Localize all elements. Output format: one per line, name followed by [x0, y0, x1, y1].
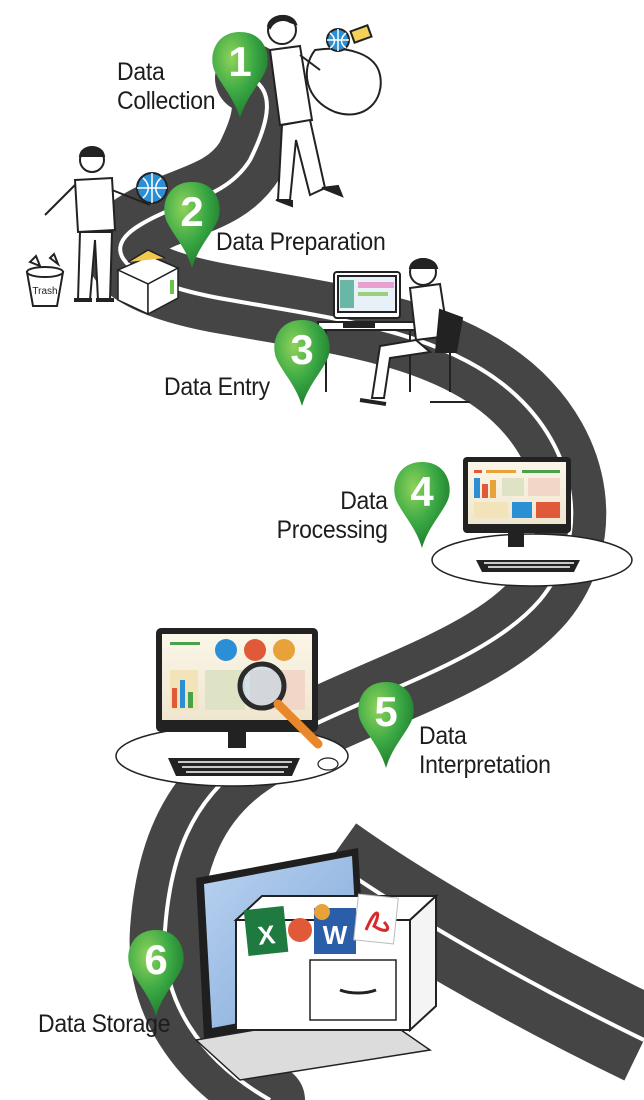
- step-pin-5: 5: [358, 682, 414, 768]
- step-5-label-line: Data: [419, 722, 467, 750]
- step-4-label-line: Processing: [276, 516, 388, 544]
- svg-text:W: W: [323, 920, 348, 950]
- step-5-label: Data Interpretation: [419, 722, 551, 780]
- step-number: 2: [180, 188, 203, 235]
- trash-bin-icon: Trash: [25, 252, 65, 307]
- step-pin-1: 1: [212, 32, 268, 118]
- step-number: 4: [410, 468, 434, 515]
- step-number: 5: [374, 688, 397, 735]
- excel-icon: X: [243, 906, 289, 956]
- step-3-label-line: Data Entry: [164, 373, 270, 401]
- magnifier-icon: [115, 628, 349, 787]
- step-1-label-line: Collection: [117, 87, 216, 115]
- monitor-dashboard-icon: [431, 457, 633, 587]
- step-3-label: Data Entry: [164, 373, 270, 402]
- step-6-label: Data Storage: [38, 1010, 170, 1039]
- step-pin-6: 6: [128, 930, 184, 1016]
- step-6-label-line: Data Storage: [38, 1010, 171, 1038]
- step-2-label-line: Data Preparation: [216, 228, 386, 256]
- step-pin-2: 2: [164, 182, 220, 268]
- step-2-label: Data Preparation: [216, 228, 386, 257]
- step-pin-3: 3: [274, 320, 330, 406]
- file-drawer-icon: X W: [194, 848, 439, 1081]
- trash-label: Trash: [32, 286, 57, 297]
- open-box-icon: [116, 249, 180, 316]
- step-number: 3: [290, 326, 313, 373]
- step-number: 1: [228, 38, 251, 85]
- person-carrying-sack-icon: [266, 15, 382, 208]
- step-number: 6: [144, 936, 167, 983]
- step-pin-4: 4: [394, 462, 450, 548]
- pdf-icon: [353, 893, 399, 945]
- step-4-label: Data Processing: [277, 487, 388, 545]
- person-with-globe-icon: [44, 146, 168, 302]
- person-at-computer-icon: [317, 258, 470, 406]
- step-1-label-line: Data: [117, 58, 165, 86]
- step-5-label-line: Interpretation: [419, 751, 551, 779]
- step-4-label-line: Data: [340, 487, 389, 515]
- svg-text:X: X: [256, 919, 277, 951]
- step-1-label: Data Collection: [117, 58, 216, 116]
